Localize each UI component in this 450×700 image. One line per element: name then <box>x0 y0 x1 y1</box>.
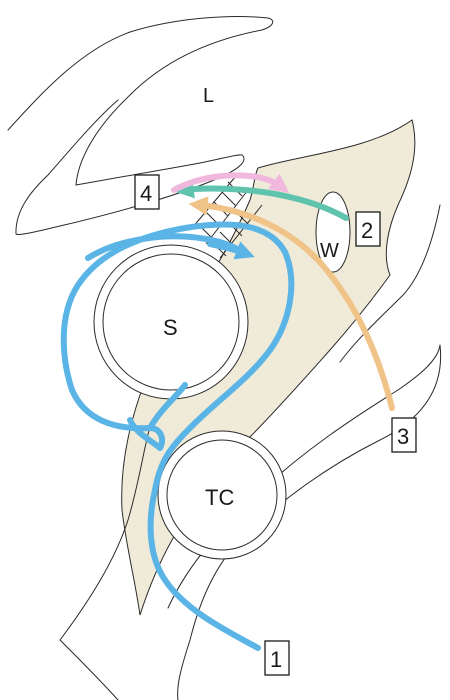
upper-structure-outline <box>7 16 274 235</box>
oval-w <box>315 191 351 273</box>
svg-text:2: 2 <box>361 218 373 243</box>
svg-text:3: 3 <box>397 424 409 449</box>
circle-s-inner <box>102 253 240 391</box>
route-4-pink <box>171 172 290 193</box>
svg-text:4: 4 <box>140 181 152 206</box>
label-tc: TC <box>205 485 234 510</box>
route-2-green <box>174 179 349 221</box>
label-s: S <box>163 315 178 340</box>
numbered-box-4: 4 <box>134 174 160 210</box>
numbered-box-2: 2 <box>355 211 381 247</box>
route-1-blue <box>60 221 295 651</box>
circle-tc-inner <box>166 439 278 551</box>
label-l: L <box>203 85 214 107</box>
numbered-box-3: 3 <box>391 417 417 453</box>
label-w: W <box>320 240 339 262</box>
route-1-blue-arrow <box>207 241 255 260</box>
svg-text:1: 1 <box>270 647 282 672</box>
lower-band-outline <box>59 344 442 700</box>
route-3-orange <box>188 196 395 411</box>
numbered-box-1: 1 <box>264 640 290 676</box>
right-band-outline <box>339 204 441 363</box>
